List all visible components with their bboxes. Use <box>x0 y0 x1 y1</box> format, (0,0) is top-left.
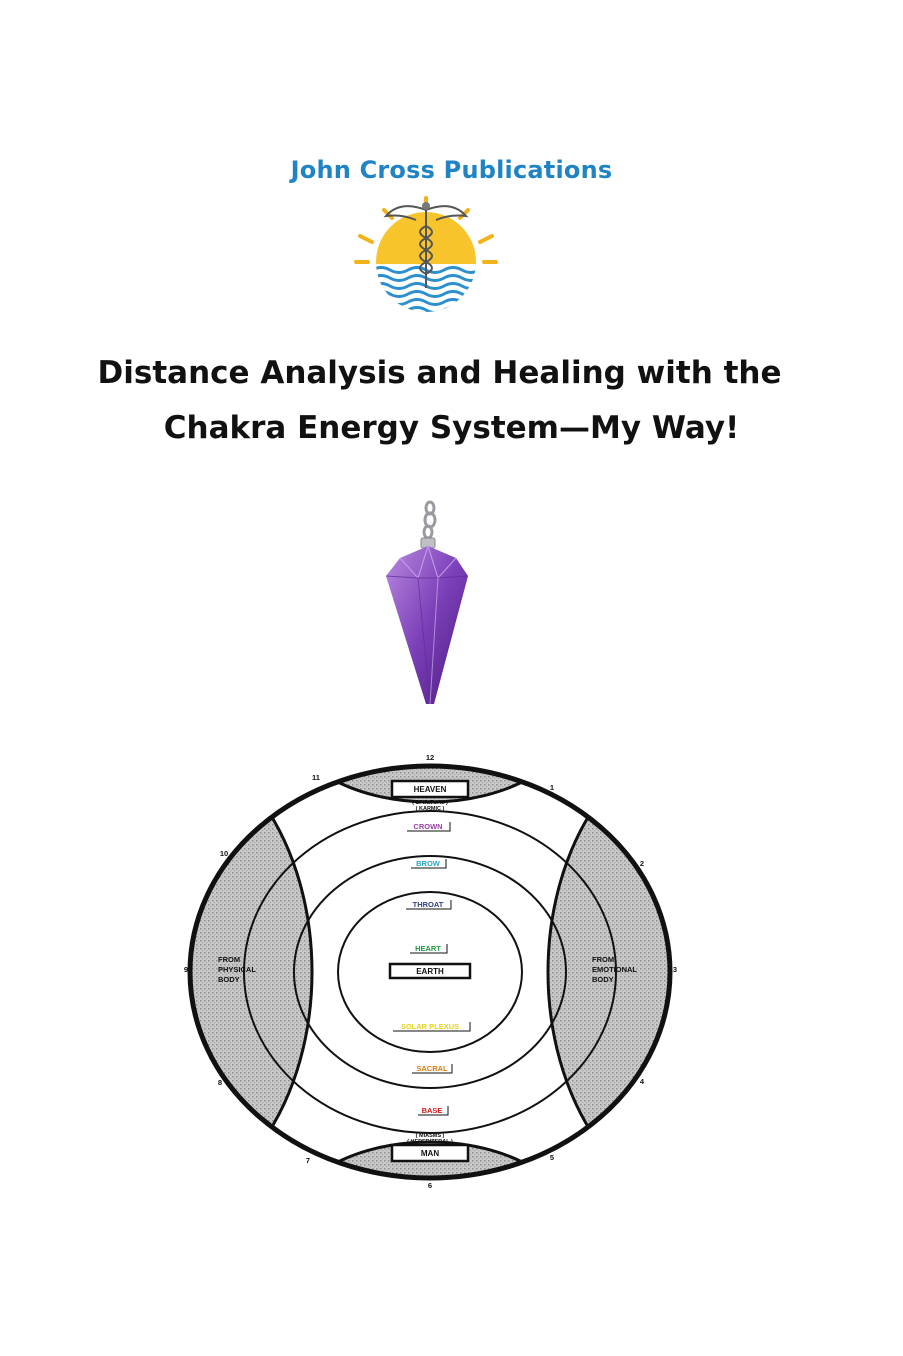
man-sub-2: ( HEREDITERAL ) <box>407 1139 453 1145</box>
heaven-sub-1: ( SPIRITUAL ) <box>412 800 448 806</box>
chakra-base: BASE <box>422 1106 443 1115</box>
physical-line-2: PHYSICAL <box>218 965 256 974</box>
sun-caduceus-logo-icon <box>354 196 498 312</box>
amethyst-pendulum-icon <box>385 500 469 705</box>
clock-12: 12 <box>426 753 434 762</box>
clock-2: 2 <box>640 859 644 868</box>
chakra-crown: CROWN <box>413 822 442 831</box>
publisher-name: John Cross Publications <box>290 156 613 184</box>
man-label: MAN <box>421 1149 439 1158</box>
man-sub-1: ( MIASMS ) <box>416 1133 445 1139</box>
earth-label: EARTH <box>416 967 444 976</box>
ring-4 <box>337 891 523 1053</box>
emotional-line-2: EMOTIONAL <box>592 965 637 974</box>
chakra-brow: BROW <box>416 859 441 868</box>
chakra-solar-plexus: SOLAR PLEXUS <box>401 1022 459 1031</box>
emotional-line-1: FROM <box>592 955 614 964</box>
chakra-diagram: 1 2 3 4 5 6 7 8 9 10 11 12 HEAVEN ( SPIR… <box>184 753 677 1190</box>
clock-11: 11 <box>312 773 320 782</box>
emotional-line-3: BODY <box>592 975 614 984</box>
chakra-heart: HEART <box>415 944 441 953</box>
clock-10: 10 <box>220 849 228 858</box>
clock-7: 7 <box>306 1156 310 1165</box>
chakra-throat: THROAT <box>413 900 444 909</box>
outer-ring <box>187 763 673 1181</box>
chakra-sacral: SACRAL <box>416 1064 448 1073</box>
clock-1: 1 <box>550 783 554 792</box>
clock-4: 4 <box>640 1077 645 1086</box>
man-lens <box>280 1140 580 1178</box>
heaven-box <box>390 779 470 799</box>
physical-line-3: BODY <box>218 975 240 984</box>
heaven-label: HEAVEN <box>414 785 447 794</box>
clock-6: 6 <box>428 1181 432 1190</box>
title-line-2: Chakra Energy System—My Way! <box>163 410 740 446</box>
heaven-lens <box>280 766 580 804</box>
physical-line-1: FROM <box>218 955 240 964</box>
ring-3 <box>293 855 567 1089</box>
man-box <box>390 1143 470 1163</box>
heaven-sub-2: ( KARMIC ) <box>416 806 445 812</box>
clock-5: 5 <box>550 1153 554 1162</box>
clock-8: 8 <box>218 1078 222 1087</box>
ring-2 <box>243 810 617 1134</box>
clock-9: 9 <box>184 965 188 974</box>
clock-3: 3 <box>673 965 677 974</box>
earth-box <box>388 962 472 980</box>
title-line-1: Distance Analysis and Healing with the <box>97 355 782 391</box>
